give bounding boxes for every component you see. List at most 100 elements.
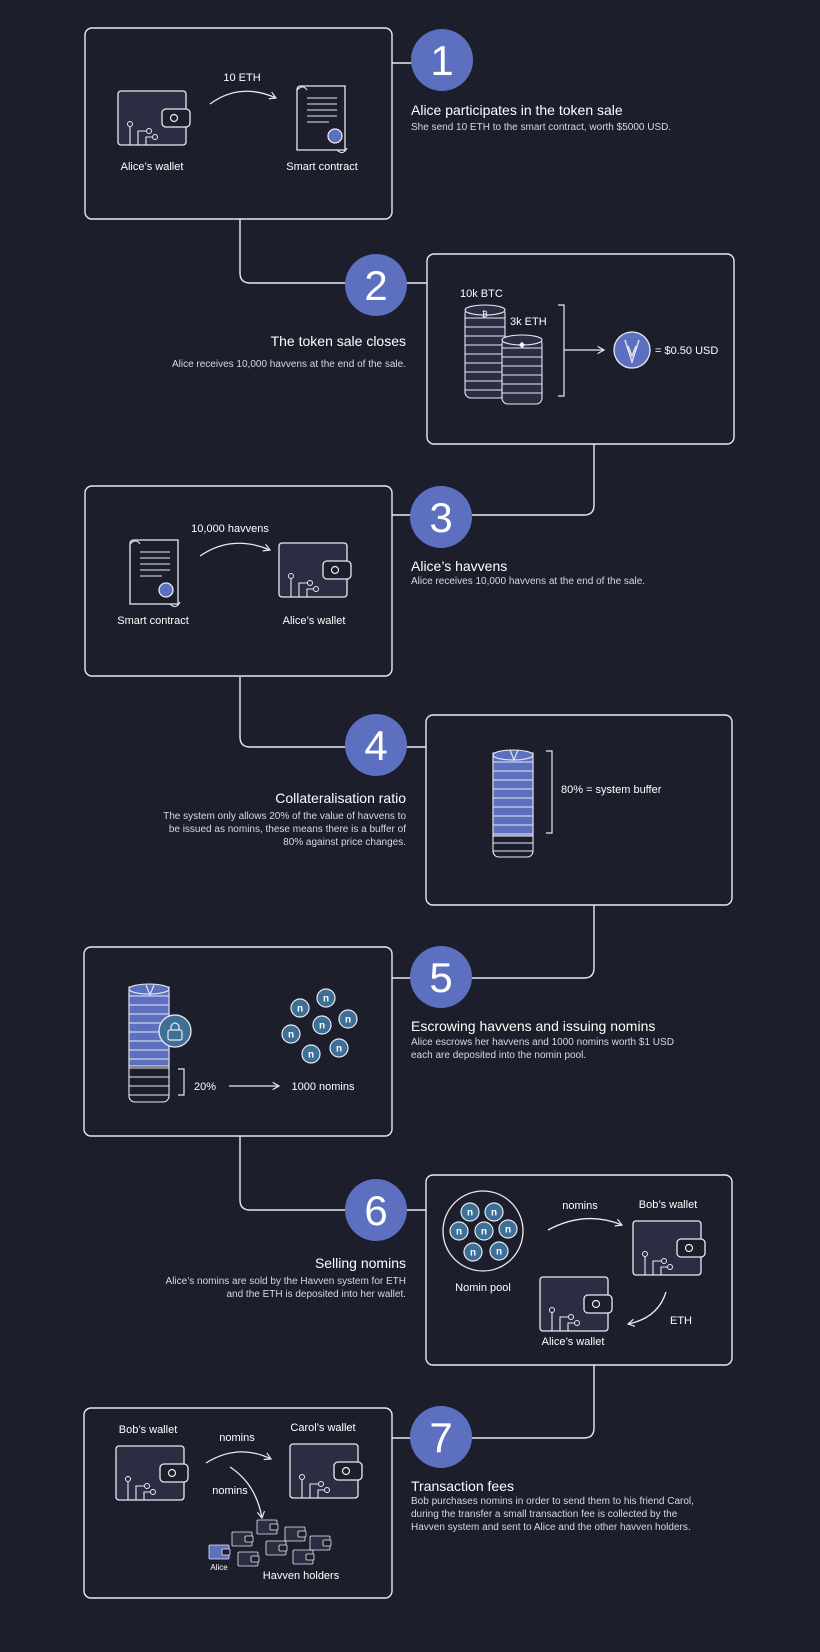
- p7-bob-label: Bob’s wallet: [119, 1424, 178, 1436]
- btc-icon: ₿: [482, 310, 488, 319]
- svg-text:n: n: [288, 1030, 294, 1041]
- panel-3-illustration: Smart contract 10,000 havvens Alice’s wa…: [117, 523, 352, 627]
- wallet-icon: [117, 90, 191, 146]
- nomin-pool-circle: [442, 1190, 524, 1272]
- p7-nomins-a-label: nomins: [219, 1432, 255, 1444]
- p6-bob-label: Bob’s wallet: [639, 1199, 698, 1211]
- svg-text:n: n: [319, 1021, 325, 1032]
- p7-holders-label: Havven holders: [263, 1570, 340, 1582]
- step-7-desc-line: Havven system and sent to Alice and the …: [411, 1522, 691, 1533]
- holder-wallet-icon: [208, 1544, 231, 1560]
- svg-text:n: n: [470, 1248, 476, 1259]
- svg-text:n: n: [308, 1050, 314, 1061]
- havven-token-icon: [613, 331, 651, 369]
- step-3-circle: 3: [410, 486, 472, 548]
- step-2-number: 2: [364, 262, 387, 309]
- nomin-coin-icon: n: [463, 1242, 483, 1262]
- svg-text:n: n: [496, 1247, 502, 1258]
- panel-4-illustration: 80% = system buffer: [492, 749, 662, 858]
- svg-text:n: n: [467, 1208, 473, 1219]
- panel-1-illustration: Alice’s wallet 10 ETH Smart contract: [117, 72, 358, 173]
- step-5-title: Escrowing havvens and issuing nomins: [411, 1018, 656, 1034]
- step-5-description: Alice escrows her havvens and 1000 nomin…: [411, 1036, 811, 1062]
- lock-icon: [158, 1014, 192, 1048]
- step-6-number: 6: [364, 1187, 387, 1234]
- holder-wallet-icon: [292, 1549, 315, 1565]
- step-5-circle: 5: [410, 946, 472, 1008]
- step-3-description: Alice receives 10,000 havvens at the end…: [411, 575, 801, 588]
- p6-alice-label: Alice’s wallet: [542, 1336, 605, 1348]
- btc-coin-stack: [464, 304, 506, 399]
- nomin-coin-icon: n: [281, 1024, 301, 1044]
- smart-contract-icon: [129, 539, 181, 608]
- holder-wallet-icon: [284, 1526, 307, 1542]
- step-1-desc-line: She send 10 ETH to the smart contract, w…: [411, 122, 672, 133]
- step-2-desc-line: Alice receives 10,000 havvens at the end…: [171, 359, 406, 370]
- step-5-number: 5: [429, 954, 452, 1001]
- step-1-circle: 1: [411, 29, 473, 91]
- step-7-number: 7: [429, 1414, 452, 1461]
- p2-price-label: = $0.50 USD: [655, 345, 718, 357]
- panel-7-illustration: Bob’s wallet nomins Carol’s wallet nomin…: [115, 1422, 363, 1582]
- svg-text:n: n: [491, 1208, 497, 1219]
- step-2-description: Alice receives 10,000 havvens at the end…: [40, 358, 406, 371]
- step-3-title: Alice’s havvens: [411, 558, 508, 574]
- holder-wallet-icons: [208, 1519, 332, 1567]
- panel-3: [84, 485, 393, 677]
- step-circles: 1 2 3 4 5 6 7: [345, 29, 473, 1468]
- p5-percent-label: 20%: [194, 1081, 216, 1093]
- holder-wallet-icon: [265, 1540, 288, 1556]
- wallet-icon: [632, 1220, 706, 1276]
- svg-text:n: n: [323, 994, 329, 1005]
- step-7-title: Transaction fees: [411, 1478, 514, 1494]
- wallet-icon: [115, 1445, 189, 1501]
- p6-eth-label: ETH: [670, 1315, 692, 1327]
- nomin-coin-icon: n: [338, 1009, 358, 1029]
- step-2-title: The token sale closes: [270, 333, 406, 349]
- step-1-number: 1: [430, 37, 453, 84]
- wallet-icon: [289, 1443, 363, 1499]
- p3-contract-label: Smart contract: [117, 615, 189, 627]
- wallet-icon: [539, 1276, 613, 1332]
- step-6-description: Alice’s nomins are sold by the Havven sy…: [40, 1275, 406, 1301]
- panel-4: [425, 714, 733, 906]
- step-6-desc-line: and the ETH is deposited into her wallet…: [226, 1289, 406, 1300]
- step-5-desc-line: each are deposited into the nomin pool.: [411, 1050, 587, 1061]
- step-7-desc-line: during the transfer a small transaction …: [411, 1509, 678, 1520]
- nomin-coin-icon: n: [484, 1202, 504, 1222]
- step-1-title: Alice participates in the token sale: [411, 102, 623, 118]
- p5-nomins-label: 1000 nomins: [292, 1081, 355, 1093]
- wallet-icon: [278, 542, 352, 598]
- step-6-title: Selling nomins: [314, 1255, 406, 1271]
- nomin-coin-icon: n: [489, 1241, 509, 1261]
- p3-amount-label: 10,000 havvens: [191, 523, 269, 535]
- havven-coin-stack: [128, 983, 170, 1103]
- step-3-number: 3: [429, 494, 452, 541]
- panel-2-illustration: 10k BTC ₿ 3k ETH ◆ = $0.50 USD: [460, 288, 718, 405]
- step-5-desc-line: Alice escrows her havvens and 1000 nomin…: [411, 1037, 674, 1048]
- step-7-circle: 7: [410, 1406, 472, 1468]
- p2-btc-label: 10k BTC: [460, 288, 503, 300]
- p4-buffer-label: 80% = system buffer: [561, 784, 662, 796]
- step-6-desc-line: Alice’s nomins are sold by the Havven sy…: [165, 1276, 406, 1287]
- p7-alice-label: Alice: [210, 1563, 228, 1572]
- eth-icon: ◆: [519, 340, 526, 349]
- p7-nomins-b-label: nomins: [212, 1485, 248, 1497]
- step-6-circle: 6: [345, 1179, 407, 1241]
- p1-amount-label: 10 ETH: [223, 72, 260, 84]
- p3-wallet-label: Alice’s wallet: [283, 615, 346, 627]
- step-4-desc-line: The system only allows 20% of the value …: [163, 811, 406, 822]
- p6-pool-label: Nomin pool: [455, 1282, 511, 1294]
- step-2-circle: 2: [345, 254, 407, 316]
- smart-contract-icon: [296, 85, 348, 154]
- nomin-coin-icon: n: [474, 1221, 494, 1241]
- nomin-coin-icon: n: [449, 1221, 469, 1241]
- step-3-desc-line: Alice receives 10,000 havvens at the end…: [411, 576, 646, 587]
- svg-text:n: n: [336, 1044, 342, 1055]
